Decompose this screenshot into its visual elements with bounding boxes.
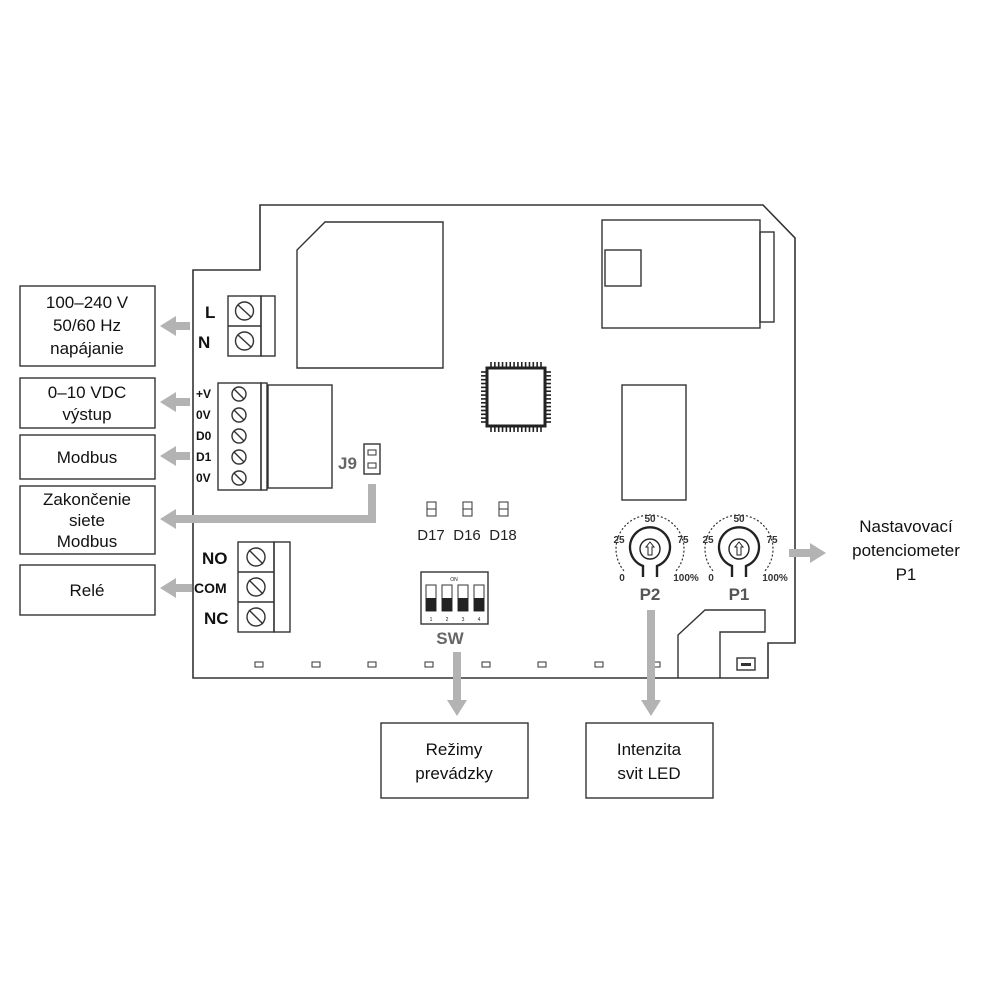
callout-modbus: Modbus xyxy=(19,434,156,480)
pot-tick-label: 100% xyxy=(762,573,788,584)
potentiometer-p1: 50 25 75 0 100% P1 xyxy=(702,514,787,604)
callout-pot-line1: Nastavovací xyxy=(859,517,953,536)
small-connector-pin xyxy=(741,663,751,666)
bottom-right-trace xyxy=(677,609,766,678)
callout-modes-line2: prevádzky xyxy=(415,764,493,783)
callout-termination: Zakončenie siete Modbus xyxy=(19,485,156,555)
terminal-label-com: COM xyxy=(194,580,227,596)
callout-power-line3: napájanie xyxy=(50,339,124,358)
pot-tick-label: 50 xyxy=(644,514,656,525)
arrow-up-icon xyxy=(733,541,745,556)
dip-number: 4 xyxy=(478,617,481,623)
callout-output: 0–10 VDC výstup xyxy=(19,377,156,429)
callout-power-line1: 100–240 V xyxy=(46,293,129,312)
callout-led: Intenzita svit LED xyxy=(585,722,714,799)
callout-output-line2: výstup xyxy=(62,405,111,424)
power-terminal-block: L N xyxy=(198,295,276,357)
callout-termination-line2: siete xyxy=(69,511,105,530)
callout-pot-line2: potenciometer xyxy=(852,541,960,560)
pot-tick-label: 0 xyxy=(619,573,625,584)
capacitor-component xyxy=(621,384,687,501)
dip-toggle xyxy=(442,598,452,611)
pot-scale-arc xyxy=(704,514,774,572)
relay-component xyxy=(267,384,333,489)
callout-modes-line1: Režimy xyxy=(426,740,483,759)
screw-icon xyxy=(246,607,266,627)
callout-power-line2: 50/60 Hz xyxy=(53,316,121,335)
terminal-label-nc: NC xyxy=(204,609,229,628)
small-connector xyxy=(736,657,756,671)
arrows xyxy=(160,316,826,716)
callout-modbus-line1: Modbus xyxy=(57,448,117,467)
dip-number: 3 xyxy=(462,617,465,623)
callout-modes: Režimy prevádzky xyxy=(380,722,529,799)
pot-name-label: P2 xyxy=(640,585,661,604)
pot-tick-label: 75 xyxy=(677,535,689,546)
callout-termination-line3: Modbus xyxy=(57,532,117,551)
pot-tick-label: 75 xyxy=(766,535,778,546)
led-label-d17: D17 xyxy=(417,527,445,544)
screw-icon xyxy=(231,449,247,465)
callout-led-line1: Intenzita xyxy=(617,740,682,759)
microcontroller xyxy=(481,362,551,432)
terminal-label-l: L xyxy=(205,303,215,322)
led-label-d18: D18 xyxy=(489,527,517,544)
dip-label: SW xyxy=(436,629,464,648)
screw-icon xyxy=(246,577,266,597)
jumper-label: J9 xyxy=(338,454,357,473)
callout-output-line1: 0–10 VDC xyxy=(48,383,126,402)
screw-icon xyxy=(231,428,247,444)
callout-relay: Relé xyxy=(19,564,156,616)
callout-pot: Nastavovací potenciometer P1 xyxy=(852,517,960,584)
pot-tick-label: 100% xyxy=(673,573,699,584)
dip-toggle xyxy=(426,598,436,611)
dip-toggle xyxy=(474,598,484,611)
terminal-label-0v: 0V xyxy=(196,408,211,422)
dip-toggle xyxy=(458,598,468,611)
pcb-outline xyxy=(192,204,796,679)
pot-tick-label: 25 xyxy=(702,535,714,546)
callout-pot-line3: P1 xyxy=(896,565,917,584)
screw-icon xyxy=(246,547,266,567)
top-right-component xyxy=(601,219,775,329)
dip-switch: ON 1 2 3 4 SW xyxy=(420,571,489,648)
terminal-label-plus-v: +V xyxy=(196,387,211,401)
terminal-label-d1: D1 xyxy=(196,450,212,464)
callout-power: 100–240 V 50/60 Hz napájanie xyxy=(19,285,156,367)
screw-icon xyxy=(234,301,255,321)
pot-tick-label: 50 xyxy=(733,514,745,525)
signal-terminal-block: +V 0V D0 D1 0V xyxy=(196,382,268,491)
callout-relay-line1: Relé xyxy=(70,581,105,600)
led-label-d16: D16 xyxy=(453,527,481,544)
callout-termination-line1: Zakončenie xyxy=(43,490,131,509)
chip-area-left xyxy=(296,221,444,369)
potentiometer-p2: 50 25 75 0 100% P2 xyxy=(613,514,698,604)
jumper-j9: J9 xyxy=(338,443,381,475)
terminal-label-n: N xyxy=(198,333,210,352)
bottom-pads xyxy=(254,661,661,668)
led-group: D17 D16 D18 xyxy=(417,501,517,544)
pot-tick-label: 0 xyxy=(708,573,714,584)
pot-name-label: P1 xyxy=(729,585,750,604)
pot-scale-arc xyxy=(615,514,685,572)
screw-icon xyxy=(234,331,255,351)
terminal-label-d0: D0 xyxy=(196,429,212,443)
dip-number: 1 xyxy=(430,617,433,623)
screw-icon xyxy=(231,407,247,423)
terminal-label-0v-2: 0V xyxy=(196,471,211,485)
dip-on-label: ON xyxy=(450,577,458,583)
screw-icon xyxy=(231,470,247,486)
screw-icon xyxy=(231,386,247,402)
arrow-up-icon xyxy=(644,541,656,556)
dip-number: 2 xyxy=(446,617,449,623)
callout-led-line2: svit LED xyxy=(617,764,680,783)
relay-terminal-block: NO COM NC xyxy=(194,541,291,633)
pot-tick-label: 25 xyxy=(613,535,625,546)
terminal-label-no: NO xyxy=(202,549,228,568)
